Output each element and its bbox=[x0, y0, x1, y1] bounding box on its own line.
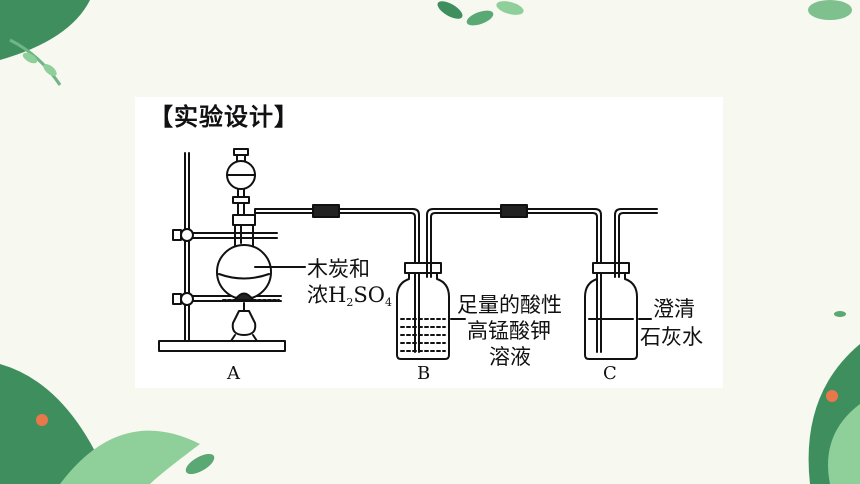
label-b-line2: 高锰酸钾 bbox=[467, 319, 551, 343]
round-bottom-flask bbox=[216, 244, 272, 300]
label-a-sub1: 2 bbox=[346, 296, 354, 309]
delivery-tube-b-c bbox=[426, 208, 602, 296]
apparatus-diagram bbox=[158, 148, 658, 360]
label-b-line1: 足量的酸性 bbox=[457, 293, 562, 317]
diagram-panel: 【实验设计】 木炭和 浓H2SO4 足量的酸性 高锰酸钾 溶液 澄清 石灰水 A… bbox=[135, 97, 723, 388]
flame bbox=[234, 292, 254, 301]
label-c-line1: 澄清 bbox=[653, 297, 695, 321]
flask-stopper bbox=[232, 214, 256, 226]
stand-base bbox=[158, 340, 286, 352]
leaf-decoration-top-left bbox=[0, 0, 90, 86]
caption-b: B bbox=[417, 363, 431, 384]
rubber-connector-2 bbox=[500, 204, 528, 218]
label-a-mid: SO bbox=[353, 283, 385, 307]
label-a-line2-prefix: 浓H bbox=[307, 283, 347, 307]
label-b-line3: 溶液 bbox=[489, 345, 531, 369]
exit-tube bbox=[614, 208, 658, 278]
caption-a: A bbox=[227, 363, 240, 384]
leaf-decoration-bottom-left bbox=[0, 364, 215, 484]
label-c-line2: 石灰水 bbox=[640, 325, 703, 349]
gas-bottle-b bbox=[396, 268, 450, 360]
label-a-line1: 木炭和 bbox=[307, 257, 370, 281]
label-a-sub2: 4 bbox=[384, 296, 392, 309]
gas-bottle-c bbox=[584, 268, 638, 360]
leaf-decoration-top-center bbox=[437, 1, 524, 26]
section-title: 【实验设计】 bbox=[149, 102, 299, 131]
caption-c: C bbox=[603, 363, 617, 384]
alcohol-lamp bbox=[231, 310, 257, 336]
delivery-tube-a-b bbox=[254, 208, 420, 296]
label-a-line2: 浓H2SO4 bbox=[307, 283, 392, 315]
leaf-decoration-bottom-right bbox=[808, 311, 860, 484]
rubber-connector-1 bbox=[312, 204, 340, 218]
leaf-decoration-top-right bbox=[808, 0, 852, 20]
